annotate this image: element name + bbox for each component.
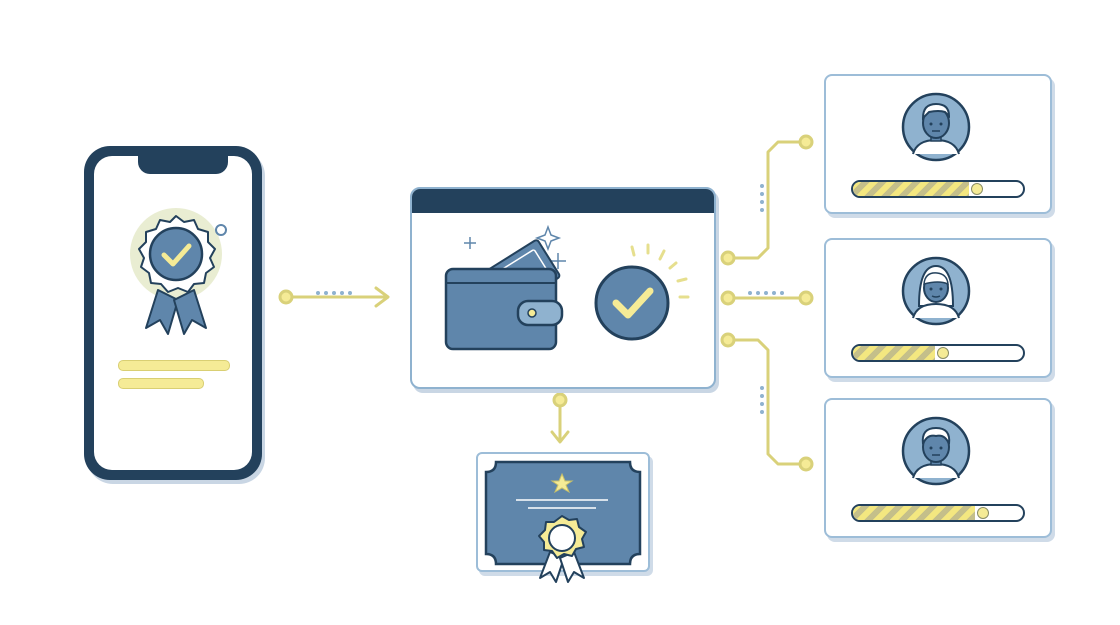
verified-check-icon bbox=[594, 243, 690, 341]
wallet-icon bbox=[444, 225, 566, 351]
connector-wallet-to-recipient-1 bbox=[720, 134, 814, 266]
progress-bar-knob bbox=[970, 183, 983, 195]
text-placeholder-line bbox=[118, 378, 204, 389]
window-title-bar bbox=[412, 189, 714, 213]
certificate-node bbox=[476, 452, 650, 583]
connector-wallet-to-recipient-2 bbox=[720, 290, 814, 306]
progress-bar bbox=[851, 344, 1025, 362]
phone-screen bbox=[94, 156, 252, 470]
progress-bar-knob bbox=[977, 507, 990, 519]
connector-wallet-to-recipient-3 bbox=[720, 332, 814, 472]
connector-phone-to-wallet bbox=[278, 286, 390, 308]
progress-bar-knob bbox=[936, 347, 949, 359]
certificate-icon bbox=[484, 460, 642, 583]
connector-wallet-to-certificate bbox=[550, 392, 570, 444]
man-avatar-icon bbox=[901, 416, 971, 486]
wallet-window-node bbox=[410, 187, 716, 389]
progress-bar bbox=[851, 504, 1025, 522]
award-badge-icon bbox=[130, 208, 227, 335]
phone-node bbox=[84, 146, 262, 480]
progress-bar-fill bbox=[853, 346, 935, 360]
woman-avatar-icon bbox=[901, 256, 971, 326]
recipient-card-2 bbox=[824, 238, 1052, 378]
text-placeholder-line bbox=[118, 360, 230, 371]
man-avatar-icon bbox=[901, 92, 971, 162]
recipient-card-3 bbox=[824, 398, 1052, 538]
progress-bar-fill bbox=[853, 506, 976, 520]
phone-notch bbox=[138, 156, 228, 174]
progress-bar bbox=[851, 180, 1025, 198]
progress-bar-fill bbox=[853, 182, 969, 196]
recipient-card-1 bbox=[824, 74, 1052, 214]
